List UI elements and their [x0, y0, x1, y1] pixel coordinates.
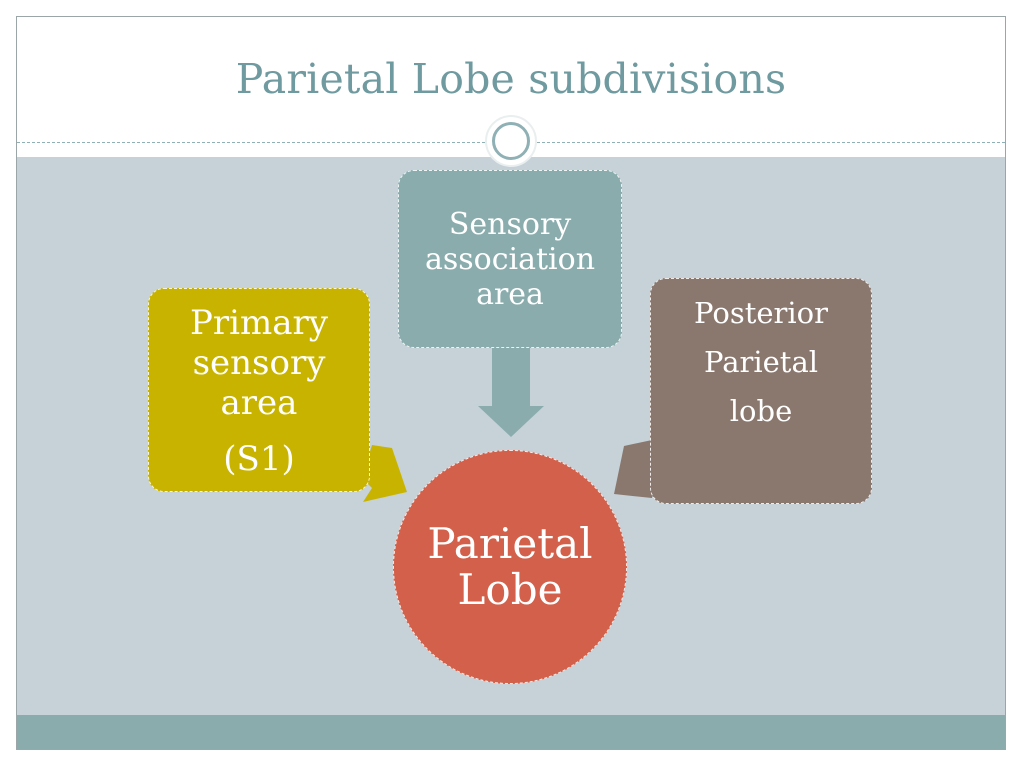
footer-band: [17, 715, 1005, 749]
node-association-line-2: association: [424, 242, 596, 277]
node-posterior-parietal-lobe: Posterior Parietal lobe: [650, 278, 872, 504]
node-posterior-line-3: lobe: [729, 394, 793, 428]
node-primary-line-4: (S1): [223, 439, 295, 479]
node-posterior-line-1: Posterior: [694, 296, 828, 330]
node-primary-sensory-area: Primary sensory area (S1): [148, 288, 370, 492]
ring-ornament-inner: [492, 122, 530, 160]
center-node-line-2: Lobe: [457, 565, 563, 614]
center-node-line-1: Parietal: [427, 519, 593, 568]
node-association-line-1: Sensory: [448, 207, 572, 242]
ring-ornament-icon: [485, 115, 537, 167]
node-primary-line-3: area: [220, 383, 298, 423]
node-primary-line-1: Primary: [190, 303, 328, 343]
node-posterior-line-2: Parietal: [703, 345, 819, 379]
node-sensory-association-area: Sensory association area: [398, 170, 622, 348]
arrow-association-to-center: [478, 348, 544, 437]
node-association-line-3: area: [476, 277, 544, 312]
slide-title: Parietal Lobe subdivisions: [235, 55, 787, 103]
arrow-primary-to-center: [362, 445, 407, 502]
arrow-posterior-to-center: [614, 440, 652, 498]
node-primary-line-2: sensory: [192, 343, 326, 383]
center-node-parietal-lobe: Parietal Lobe: [393, 450, 627, 684]
